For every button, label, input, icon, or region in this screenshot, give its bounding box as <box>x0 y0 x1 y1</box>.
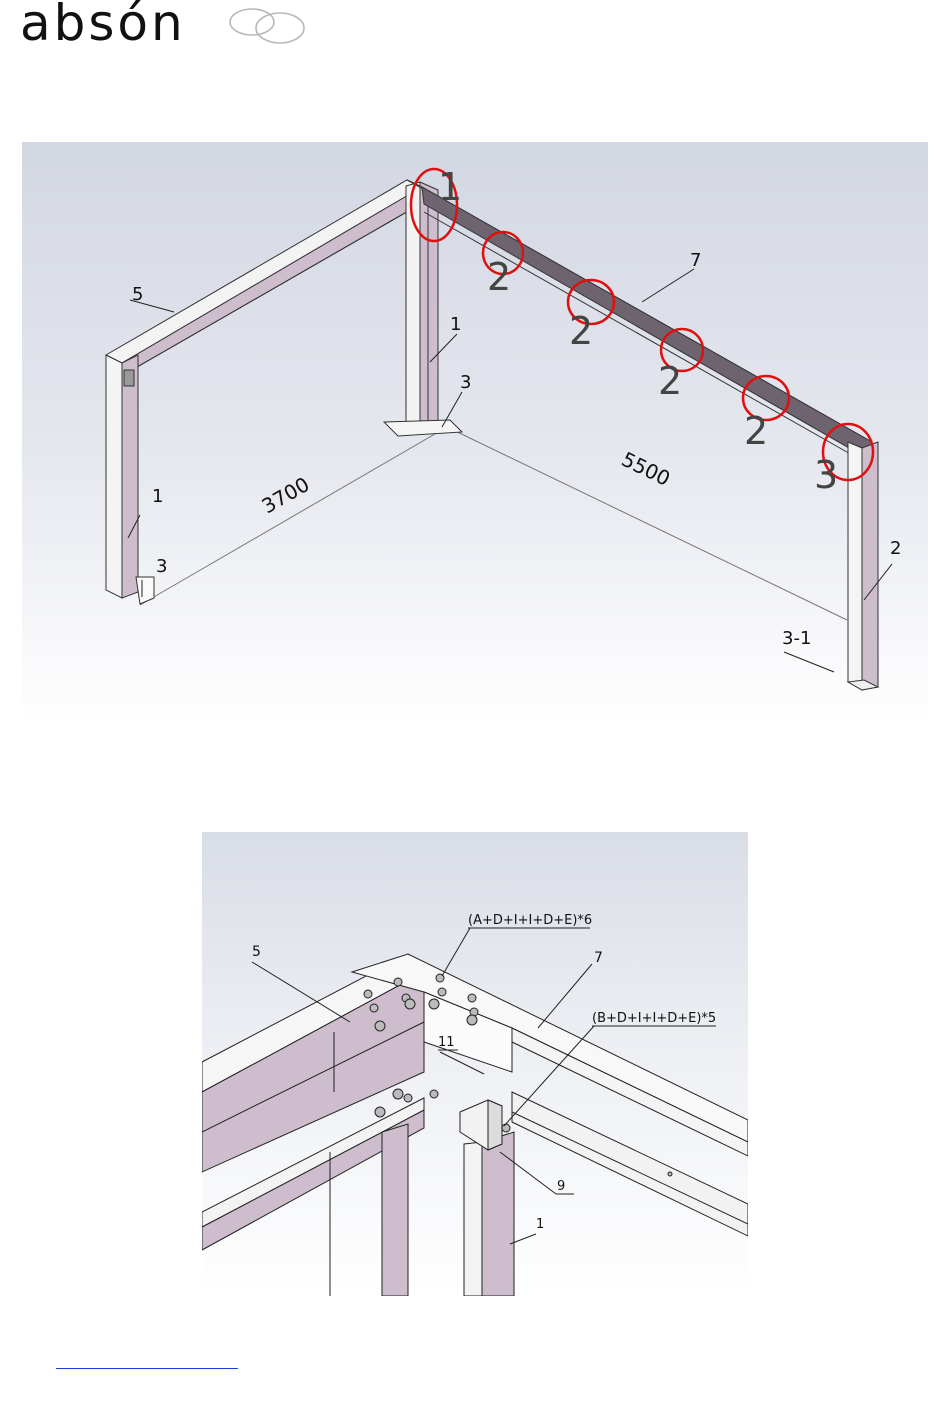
label-1-left: 1 <box>152 486 163 507</box>
label-3-mid: 3 <box>460 372 471 393</box>
label-3-left: 3 <box>156 556 167 577</box>
detail-label-11: 11 <box>438 1035 455 1050</box>
fastener-note-a: (A+D+I+I+D+E)*6 <box>468 913 592 928</box>
detail-label-9: 9 <box>557 1179 565 1194</box>
callout-3: 3 <box>814 453 838 497</box>
callout-1: 1 <box>438 165 462 209</box>
callout-2b: 2 <box>569 309 593 353</box>
label-2-right: 2 <box>890 538 901 559</box>
brand-logo: absón <box>20 2 310 54</box>
callout-2a: 2 <box>487 255 511 299</box>
footer-link[interactable] <box>56 1352 238 1369</box>
corner-detail-figure: 5 7 11 9 1 (A+D+I+I+D+E)*6 (B+D+I+I+D+E)… <box>202 832 748 1296</box>
fastener-note-b: (B+D+I+I+D+E)*5 <box>592 1011 716 1026</box>
label-5: 5 <box>132 284 143 305</box>
detail-label-7: 7 <box>594 950 603 966</box>
callout-2c: 2 <box>658 359 682 403</box>
label-3-1: 3-1 <box>782 628 811 649</box>
frame-overview-figure: 3700 5500 1 2 2 2 <box>22 142 928 724</box>
label-7: 7 <box>690 250 701 271</box>
label-1-mid: 1 <box>450 314 461 335</box>
detail-label-5: 5 <box>252 944 261 960</box>
rings-icon <box>20 2 310 54</box>
callout-2d: 2 <box>744 409 768 453</box>
detail-label-1: 1 <box>536 1217 544 1232</box>
